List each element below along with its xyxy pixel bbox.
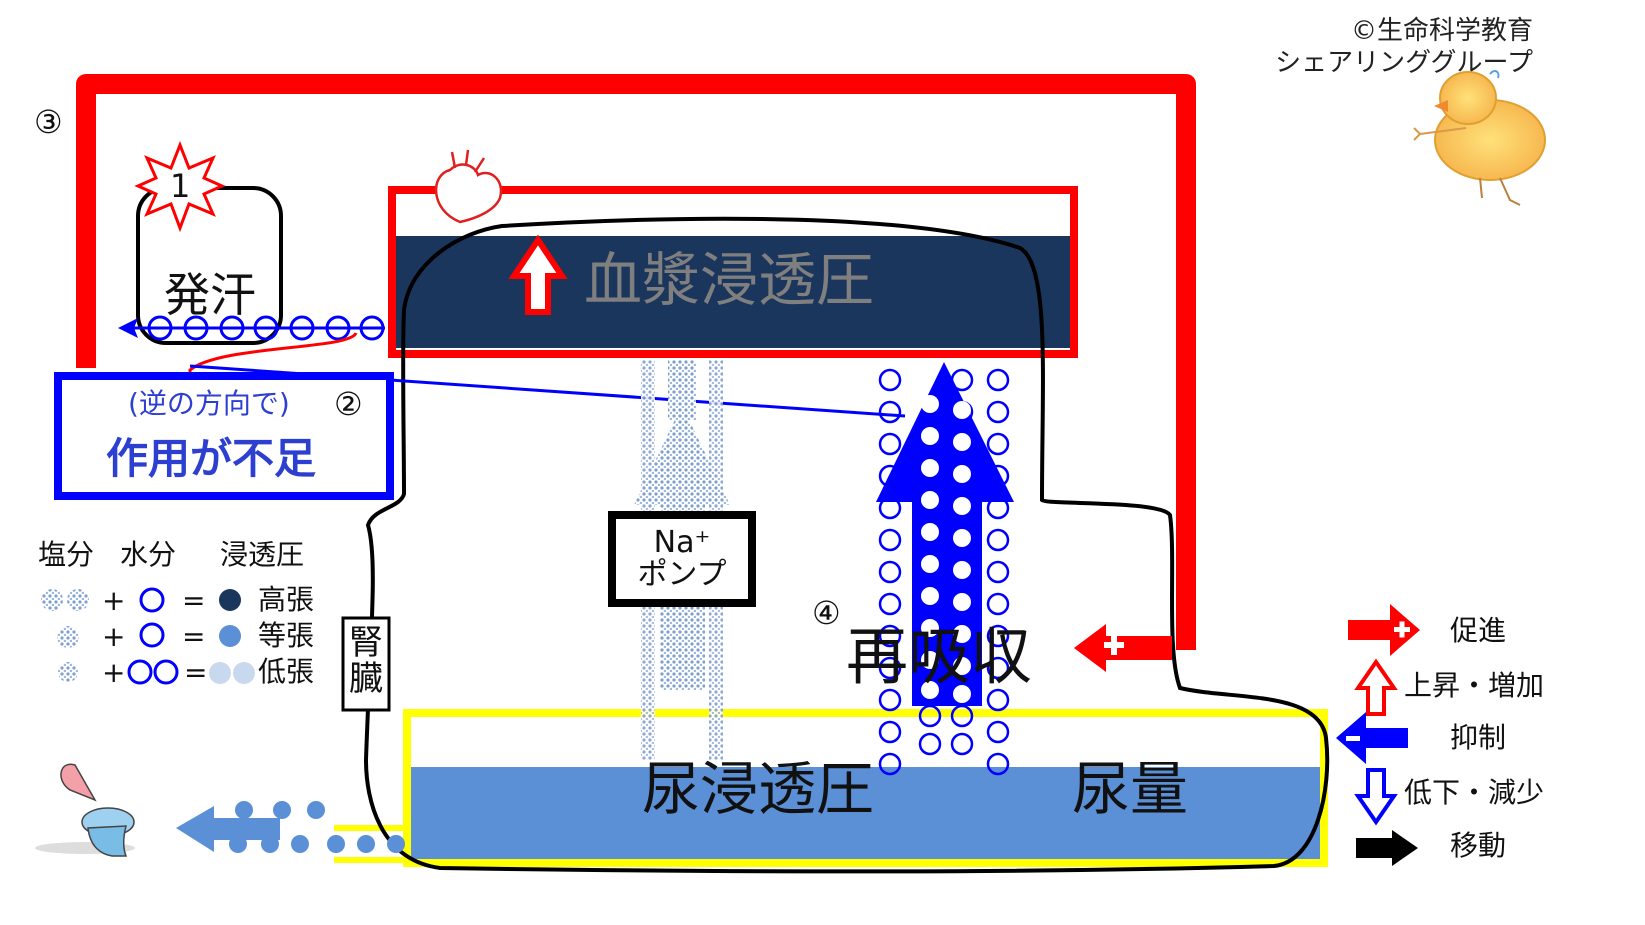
legend-header-water: 水分 <box>120 538 177 571</box>
water-reabsorption-arrow-icon <box>876 362 1014 706</box>
toilet-icon <box>35 763 135 857</box>
insufficient-action-label: 作用が不足 <box>106 434 317 483</box>
water-reabsorption-columns <box>878 368 1010 776</box>
plasma-osmotic-label: 血漿浸透圧 <box>584 246 875 314</box>
legend-left-symbols: + + + = = = <box>41 584 255 689</box>
kidney-outline <box>363 216 1330 874</box>
svg-text:+: + <box>102 584 125 617</box>
insufficient-action-box <box>54 372 394 500</box>
urine-volume-label: 尿量 <box>1072 755 1189 823</box>
legend-increase: 上昇・増加 <box>1404 669 1545 702</box>
credit-line-2: シェアリンググループ <box>1275 48 1533 78</box>
legend-promote: 促進 <box>1450 614 1507 647</box>
sweat-label: 発汗 <box>164 268 256 322</box>
na-pump-label: Na⁺ ポンプ <box>637 525 727 592</box>
urine-osmotic-fill <box>411 767 1320 859</box>
marker-3: ③ <box>34 103 63 141</box>
legend-decrease: 低下・減少 <box>1404 776 1545 809</box>
reverse-direction-label: (逆の方向で) <box>128 387 290 420</box>
water-dots <box>921 395 971 703</box>
kidney-label: 腎 臓 <box>349 623 383 699</box>
legend-header-osmotic: 浸透圧 <box>220 538 305 571</box>
svg-text:+: + <box>102 656 125 689</box>
legend-header-salt: 塩分 <box>38 538 95 571</box>
urine-osmotic-label: 尿浸透圧 <box>642 755 875 823</box>
na-pump-box <box>608 511 756 607</box>
feedback-loop-red <box>76 74 1196 650</box>
svg-text:=: = <box>184 656 207 689</box>
legend-move: 移動 <box>1450 829 1507 862</box>
urine-outflow-arrow-icon <box>176 806 280 852</box>
sweat-arrow-head-icon <box>118 318 138 338</box>
credit-line-1: ©生命科学教育 <box>1350 16 1533 46</box>
marker-2: ② <box>334 385 363 423</box>
svg-text:+: + <box>102 620 125 653</box>
kidney-label-box <box>341 616 391 712</box>
marker-1: 1 <box>170 167 191 205</box>
legend-right-icons <box>1336 604 1420 866</box>
heart-icon <box>434 149 503 224</box>
starburst-icon <box>134 140 226 233</box>
red-up-arrow-icon <box>508 234 568 315</box>
marker-4: ④ <box>812 594 841 632</box>
urine-outflow-dots <box>229 801 405 853</box>
svg-text:=: = <box>182 620 205 653</box>
plasma-osmotic-fill <box>396 236 1070 348</box>
chick-mascot-icon <box>1413 70 1546 206</box>
legend-row-isotonic: 等張 <box>258 619 315 652</box>
svg-text:=: = <box>182 584 205 617</box>
reabsorption-label: 再吸収 <box>846 620 1033 693</box>
legend-suppress: 抑制 <box>1450 721 1507 754</box>
legend-row-hypertonic: 高張 <box>258 583 315 616</box>
legend-row-hypotonic: 低張 <box>258 655 315 688</box>
